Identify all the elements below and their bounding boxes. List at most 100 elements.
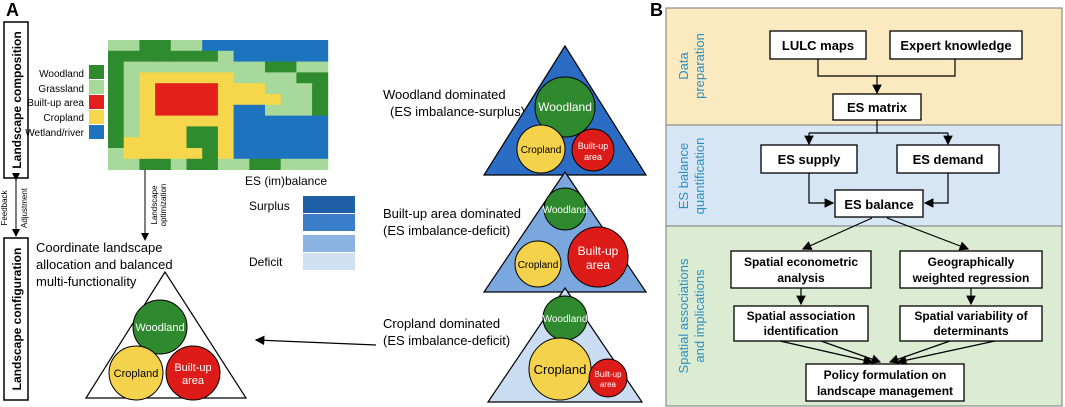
landscape-cell: [312, 40, 329, 52]
landscape-cell: [233, 126, 250, 138]
scenario-3-subtitle: (ES imbalance-deficit): [383, 333, 510, 348]
landscape-cell: [202, 83, 219, 95]
landscape-cell: [265, 61, 282, 73]
balanced-triangle: Woodland Cropland Built-up area: [84, 270, 248, 401]
landscape-cell: [139, 148, 156, 160]
landscape-cell: [296, 104, 313, 116]
landscape-cell: [249, 158, 266, 170]
box-lulc: [769, 30, 867, 60]
landscape-cell: [280, 115, 297, 127]
panel-b-label: B: [650, 0, 663, 20]
landscape-cell: [108, 148, 125, 160]
configuration-box: [3, 237, 29, 401]
landscape-cell: [155, 115, 172, 127]
flow-boxes: LULC maps Expert knowledge ES matrix ES …: [730, 30, 1043, 402]
balanced-builtup-text-1: Built-up: [174, 362, 211, 374]
box-spatial-econometric: [730, 250, 872, 289]
landscape-cell: [139, 72, 156, 84]
landscape-cell: [170, 61, 187, 73]
landscape-cell: [202, 61, 219, 73]
landscape-cell: [202, 115, 219, 127]
section-3-label-2: and implications: [692, 269, 707, 363]
landscape-cell: [280, 158, 297, 170]
es-scale-title: ES (im)balance: [245, 174, 327, 188]
landscape-cell: [296, 148, 313, 160]
landscape-cell: [296, 137, 313, 149]
coordinate-text-1: Coordinate landscape: [36, 240, 162, 255]
scenario-2-subtitle: (ES imbalance-deficit): [383, 223, 510, 238]
landscape-cell: [123, 126, 140, 138]
landscape-cell: [123, 148, 140, 160]
scenario-1-subtitle: (ES imbalance-surplus): [390, 104, 525, 119]
scenario-builtup-triangle: Woodland Cropland Built-up area: [482, 170, 648, 293]
landscape-cell: [155, 104, 172, 116]
landscape-cell: [186, 61, 203, 73]
landscape-cell: [108, 94, 125, 106]
section-1-label-1: Data: [676, 52, 691, 80]
landscape-cell: [265, 126, 282, 138]
scenario-1-woodland-circle: [534, 76, 596, 138]
landscape-cell: [186, 137, 203, 149]
landscape-cell: [233, 72, 250, 84]
adjustment-text: Adjustment: [20, 187, 29, 228]
box-lulc-text: LULC maps: [782, 38, 854, 53]
landscape-cell: [108, 61, 125, 73]
landscape-cell: [170, 115, 187, 127]
box-gwr: [899, 250, 1043, 289]
landscape-cell: [233, 83, 250, 95]
landscape-cell: [123, 104, 140, 116]
landscape-cell: [139, 104, 156, 116]
landscape-cell: [186, 158, 203, 170]
landscape-cell: [108, 72, 125, 84]
landscape-cell: [296, 126, 313, 138]
scenario-3-title: Cropland dominated: [383, 316, 500, 331]
landscape-cell: [217, 148, 234, 160]
scenario-3-woodland-text: Woodland: [543, 314, 588, 325]
landscape-cell: [265, 40, 282, 52]
workflow-border: [665, 7, 1063, 407]
arrow-to-gwr: [886, 217, 970, 251]
landscape-cell: [202, 148, 219, 160]
landscape-cell: [202, 50, 219, 62]
balanced-woodland-text: Woodland: [135, 322, 184, 334]
landscape-cell: [233, 137, 250, 149]
section-2-label-2: quantification: [692, 138, 707, 215]
legend-cropland: Cropland: [43, 113, 84, 124]
landscape-cell: [202, 40, 219, 52]
landscape-cell: [312, 148, 329, 160]
balanced-woodland-circle: [132, 299, 188, 355]
landscape-cell: [233, 94, 250, 106]
landscape-cell: [186, 72, 203, 84]
scenario-1-builtup-text-2: area: [584, 152, 602, 162]
landscape-cell: [202, 126, 219, 138]
landscape-cell: [108, 50, 125, 62]
scenario-3-builtup-text-2: area: [600, 380, 617, 389]
landscape-cell: [296, 61, 313, 73]
scenario-cropland-triangle: Woodland Cropland Built-up area: [486, 286, 644, 403]
landscape-cell: [233, 40, 250, 52]
scenario-3-cropland-text: Cropland: [534, 362, 587, 377]
box-policy-text-1: Policy formulation on: [824, 368, 947, 382]
landscape-cell: [123, 40, 140, 52]
landscape-cell: [170, 50, 187, 62]
landscape-cell: [108, 126, 125, 138]
landscape-cell: [202, 104, 219, 116]
box-es-balance: [834, 189, 924, 218]
landscape-cell: [123, 83, 140, 95]
landscape-cell: [296, 158, 313, 170]
panel-a-label: A: [6, 0, 19, 20]
landscape-cell: [155, 137, 172, 149]
surplus-label: Surplus: [249, 199, 290, 213]
landscape-cell: [265, 148, 282, 160]
landscape-cell: [123, 61, 140, 73]
landscape-cell: [249, 72, 266, 84]
landscape-cell: [265, 104, 282, 116]
landscape-cell: [265, 50, 282, 62]
scenario-2-title: Built-up area dominated: [383, 206, 521, 221]
box-spatial-variability-text-2: determinants: [933, 324, 1009, 338]
box-gwr-text-1: Geographically: [928, 255, 1015, 269]
landscape-cell: [155, 158, 172, 170]
landscape-cell: [139, 40, 156, 52]
balanced-cropland-circle: [108, 345, 164, 401]
landscape-cell: [108, 83, 125, 95]
